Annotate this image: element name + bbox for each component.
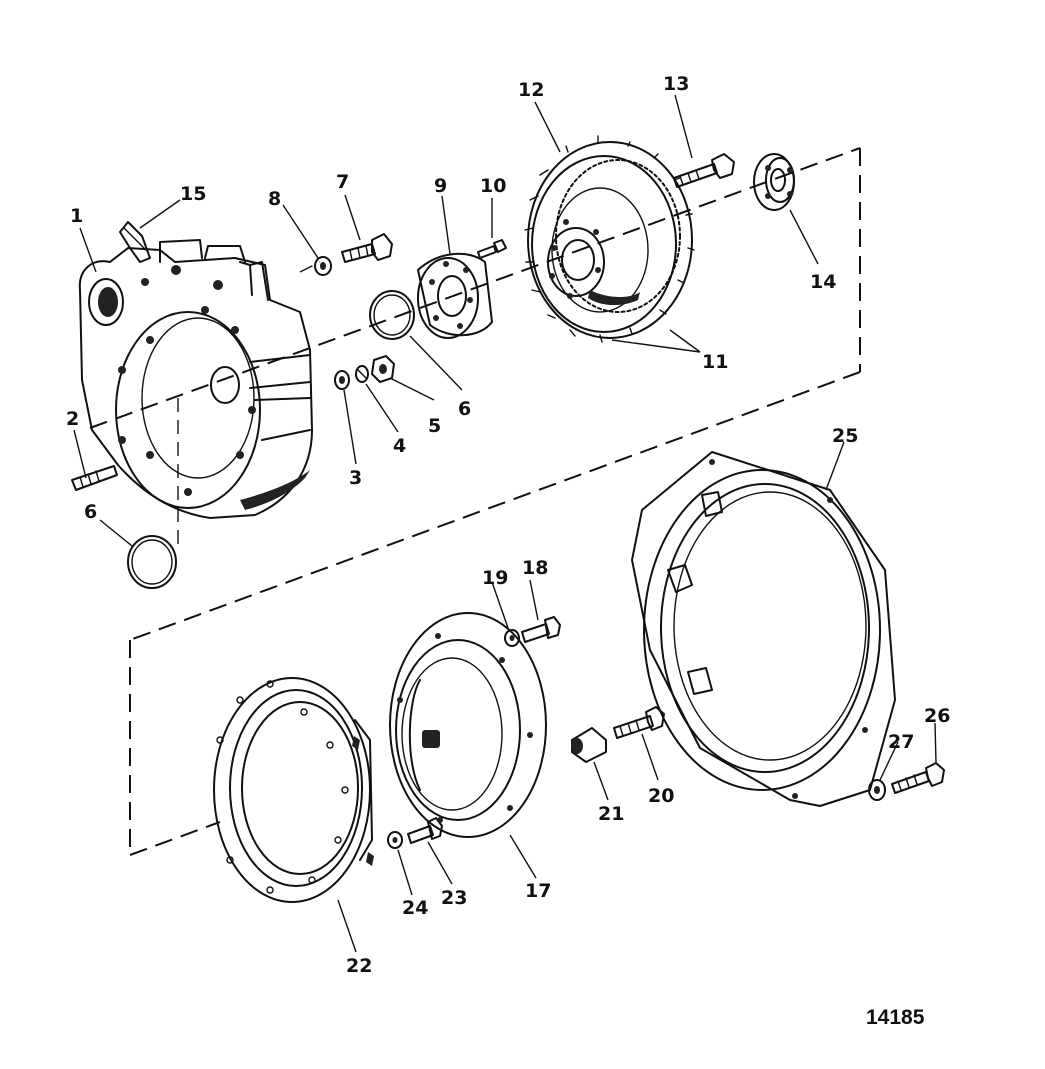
callout-5: 5 [428, 415, 441, 437]
callout-3: 3 [349, 467, 362, 489]
callout-1: 1 [70, 205, 83, 227]
screw-10 [477, 239, 507, 259]
callout-26: 26 [924, 705, 950, 727]
bolt-26 [891, 762, 945, 794]
callout-10: 10 [480, 175, 506, 197]
fitting [119, 221, 151, 263]
bolt-18 [521, 616, 561, 643]
callout-20: 20 [648, 785, 674, 807]
callout-15: 15 [180, 183, 206, 205]
spacer-21 [571, 727, 607, 763]
callout-9: 9 [434, 175, 447, 197]
callout-14: 14 [810, 271, 836, 293]
drive-hub [417, 252, 493, 339]
washer-27 [868, 779, 886, 801]
callout-6-lower: 6 [84, 501, 97, 523]
callout-13: 13 [663, 73, 689, 95]
bearing [753, 153, 795, 211]
bolt-13 [673, 153, 735, 188]
bolt-23 [407, 817, 443, 844]
washer-19 [504, 629, 520, 647]
callout-2: 2 [66, 408, 79, 430]
callout-8: 8 [268, 188, 281, 210]
callout-labels: 1 15 2 6 8 7 3 4 5 6 9 10 12 13 14 11 25… [66, 73, 950, 977]
cover-plate [389, 612, 547, 838]
callout-18: 18 [522, 557, 548, 579]
callout-19: 19 [482, 567, 508, 589]
callout-17: 17 [525, 880, 551, 902]
figure-number: 14185 [866, 1006, 925, 1029]
lock-washer-4 [355, 365, 369, 383]
callout-22: 22 [346, 955, 372, 977]
assembly-centerlines [89, 147, 861, 856]
callout-11: 11 [702, 351, 728, 373]
callout-6-upper: 6 [458, 398, 471, 420]
callout-25: 25 [832, 425, 858, 447]
bolt-7 [341, 233, 393, 263]
stud [71, 465, 118, 491]
flywheel [524, 135, 695, 343]
callout-27: 27 [888, 731, 914, 753]
callout-21: 21 [598, 803, 624, 825]
bolt-20 [613, 706, 665, 739]
nut-5 [371, 355, 395, 383]
callout-7: 7 [336, 171, 349, 193]
washer-3 [334, 370, 350, 390]
o-ring-lower [127, 535, 177, 589]
o-ring-upper [369, 290, 415, 340]
flywheel-housing [78, 239, 313, 519]
bell-housing-adapter [631, 451, 896, 807]
callout-24: 24 [402, 897, 428, 919]
washer-24 [387, 831, 403, 849]
callout-4: 4 [393, 435, 406, 457]
leader-lines [73, 94, 937, 953]
washer-8 [314, 256, 332, 276]
callout-12: 12 [518, 79, 544, 101]
callout-23: 23 [441, 887, 467, 909]
gasket-ring [213, 677, 374, 903]
